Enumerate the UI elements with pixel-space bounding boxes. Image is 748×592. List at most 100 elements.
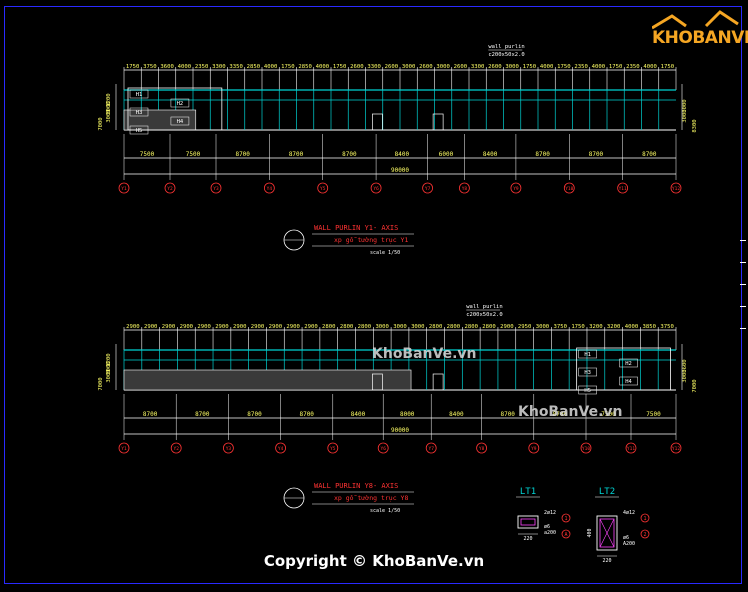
stirrup-diag [599,518,615,548]
mark-bubble [640,529,650,539]
bay-dim-label: 8700 [247,411,262,418]
ruler-tick [740,284,746,285]
mark-label: A [564,532,567,538]
title-line1: WALL PURLIN Y8- AXIS [314,482,398,490]
width-label: 220 [602,558,611,564]
top-dim-label: 2600 [385,64,398,70]
bay-dim-label: 8700 [342,151,357,158]
bay-dim-label: 7500 [601,411,616,418]
bay-dim-label: 8700 [500,411,515,418]
top-dim-label: 1750 [557,64,570,70]
width-label: 220 [523,536,532,542]
left-dim-label: 3000 [106,101,112,114]
purlin-spec: c200x50x2.0 [466,312,502,318]
top-dim-label: 2900 [304,324,317,330]
axis-label: Y6 [380,446,386,452]
axis-label: Y8 [479,446,485,452]
top-dim-label: 1750 [281,64,294,70]
axis-label: Y4 [267,186,273,192]
axis-bubble [458,182,470,194]
axis-label: Y4 [278,446,284,452]
bay-dim-label: 8400 [351,411,366,418]
top-dim-label: 3300 [212,64,225,70]
bay-dim-label: 8400 [449,411,464,418]
level-tag-box [619,376,638,386]
right-dim-label: 7000 [692,379,698,392]
bay-dim-label: 8700 [589,151,604,158]
brick-wall-hatch [123,369,412,391]
axis-bubble [317,182,329,194]
stirrup [520,518,536,526]
top-dim-label: 4000 [643,64,656,70]
top-dim-label: 3200 [589,324,602,330]
level-tag: H2 [625,361,632,367]
right-dim-label: 3600 [682,359,688,372]
beam-section [596,515,618,551]
axis-label: Y7 [425,186,431,192]
top-dim-label: 1750 [126,64,139,70]
level-tag-box [170,116,190,126]
axis-label: Y8 [462,186,468,192]
top-dim-label: 2900 [233,324,246,330]
ruler-tick [740,306,746,307]
axis-label: Y12 [672,446,680,452]
drawing-frame [4,6,742,584]
level-tag-box [578,349,597,359]
total-dim-label: 90000 [391,167,409,174]
bay-dim-label: 7500 [186,151,201,158]
total-dim-label: 90000 [391,427,409,434]
axis-bubble [275,442,287,454]
house-roof-icon [652,10,739,30]
level-tag-box [619,358,638,368]
top-dim-label: 3850 [643,324,656,330]
level-tag: H4 [177,119,184,125]
top-dim-label: 4000 [540,64,553,70]
top-dim-label: 2350 [195,64,208,70]
ruler-tick [740,262,746,263]
level-tag-box [170,98,190,108]
bay-dim-label: 8700 [299,411,314,418]
mark-label: 1 [643,516,646,522]
top-dim-label: 2900 [286,324,299,330]
left-dim-label: 7000 [98,377,104,390]
axis-bubble [670,182,682,194]
axis-bubble [377,442,389,454]
top-dim-label: 2900 [269,324,282,330]
left-dim-label: 7000 [98,117,104,130]
axis-label: Y5 [320,186,326,192]
top-dim-label: 1750 [523,64,536,70]
axis-label: Y2 [167,186,173,192]
axis-bubble [170,442,182,454]
top-dim-label: 4000 [625,324,638,330]
top-dim-label: 2900 [197,324,210,330]
bay-dim-label: 6000 [439,151,454,158]
level-tag: H5 [584,388,591,394]
axis-bubble [263,182,275,194]
axis-bubble [625,442,637,454]
bay-dim-label: 8700 [235,151,250,158]
rebar-label: 4ø12 [623,510,635,516]
title-line2: xp gỗ tường trục Y1 [334,236,408,244]
top-dim-label: 2850 [247,64,260,70]
top-dim-label: 2800 [429,324,442,330]
top-dim-label: 2600 [454,64,467,70]
top-dim-label: 3300 [367,64,380,70]
top-dim-label: 3350 [229,64,242,70]
purlin-note: wall purlin [488,44,524,50]
top-dim-label: 1750 [333,64,346,70]
right-dim-label: 3000 [682,369,688,382]
level-tag: H1 [584,352,591,358]
axis-label: Y9 [513,186,519,192]
bay-dim-label: 8700 [553,411,568,418]
top-dim-label: 2900 [126,324,139,330]
top-dim-label: 3000 [393,324,406,330]
axis-bubble [327,442,339,454]
annex-outline [576,347,671,391]
top-dim-label: 4000 [316,64,329,70]
axis-label: Y1 [121,186,127,192]
ruler-tick [740,328,746,329]
